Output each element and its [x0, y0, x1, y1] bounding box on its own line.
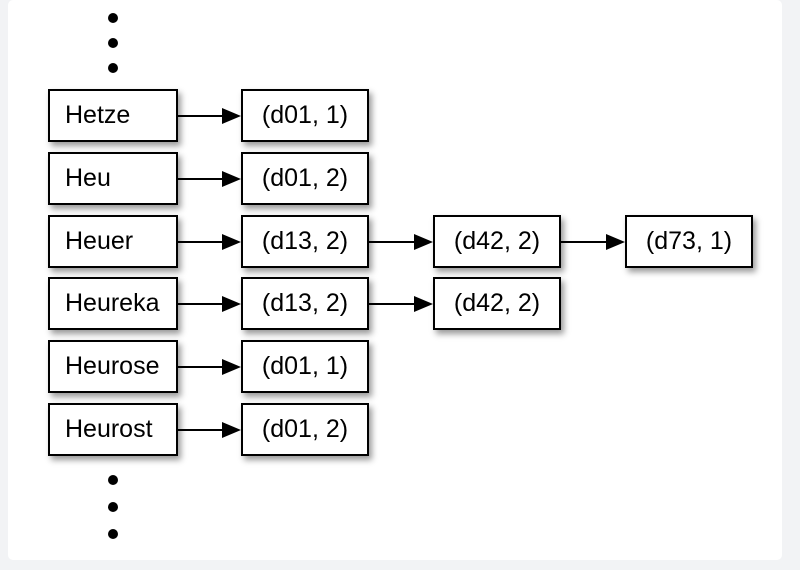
- arrow-line: [178, 177, 228, 180]
- posting-box: (d13, 2): [241, 215, 369, 268]
- ellipsis-dot-icon: [108, 475, 118, 485]
- arrowhead-icon: [414, 295, 433, 312]
- arrow: [178, 358, 241, 375]
- arrowhead-icon: [222, 421, 241, 438]
- ellipsis-dot-icon: [108, 63, 118, 73]
- arrow-line: [178, 114, 228, 117]
- arrow: [178, 295, 241, 312]
- arrow: [369, 233, 433, 250]
- term-box-hetze: Hetze: [48, 89, 178, 142]
- posting-box: (d42, 2): [433, 277, 561, 330]
- posting-box: (d01, 2): [241, 403, 369, 456]
- term-box-heurose: Heurose: [48, 340, 178, 393]
- arrowhead-icon: [222, 233, 241, 250]
- posting-box: (d13, 2): [241, 277, 369, 330]
- term-box-heureka: Heureka: [48, 277, 178, 330]
- arrow: [178, 107, 241, 124]
- arrow-line: [178, 240, 228, 243]
- arrow-line: [561, 240, 612, 243]
- arrowhead-icon: [606, 233, 625, 250]
- arrow: [178, 233, 241, 250]
- arrow-line: [369, 302, 420, 305]
- diagram-panel: Hetze (d01, 1) Heu (d01, 2) Heuer (d13, 2) (d4…: [8, 0, 782, 560]
- posting-box: (d01, 2): [241, 152, 369, 205]
- arrow-line: [369, 240, 420, 243]
- ellipsis-dot-icon: [108, 13, 118, 23]
- term-box-heu: Heu: [48, 152, 178, 205]
- arrow-line: [178, 365, 228, 368]
- term-box-heurost: Heurost: [48, 403, 178, 456]
- posting-box: (d73, 1): [625, 215, 753, 268]
- term-box-heuer: Heuer: [48, 215, 178, 268]
- ellipsis-dot-icon: [108, 529, 118, 539]
- ellipsis-bottom: [108, 475, 118, 539]
- arrow: [178, 421, 241, 438]
- arrow-line: [178, 302, 228, 305]
- arrow: [369, 295, 433, 312]
- ellipsis-dot-icon: [108, 38, 118, 48]
- ellipsis-top: [108, 13, 118, 73]
- arrowhead-icon: [414, 233, 433, 250]
- arrowhead-icon: [222, 107, 241, 124]
- arrow: [561, 233, 625, 250]
- posting-box: (d01, 1): [241, 340, 369, 393]
- posting-box: (d01, 1): [241, 89, 369, 142]
- posting-box: (d42, 2): [433, 215, 561, 268]
- arrowhead-icon: [222, 170, 241, 187]
- arrowhead-icon: [222, 358, 241, 375]
- arrow: [178, 170, 241, 187]
- arrow-line: [178, 428, 228, 431]
- arrowhead-icon: [222, 295, 241, 312]
- ellipsis-dot-icon: [108, 502, 118, 512]
